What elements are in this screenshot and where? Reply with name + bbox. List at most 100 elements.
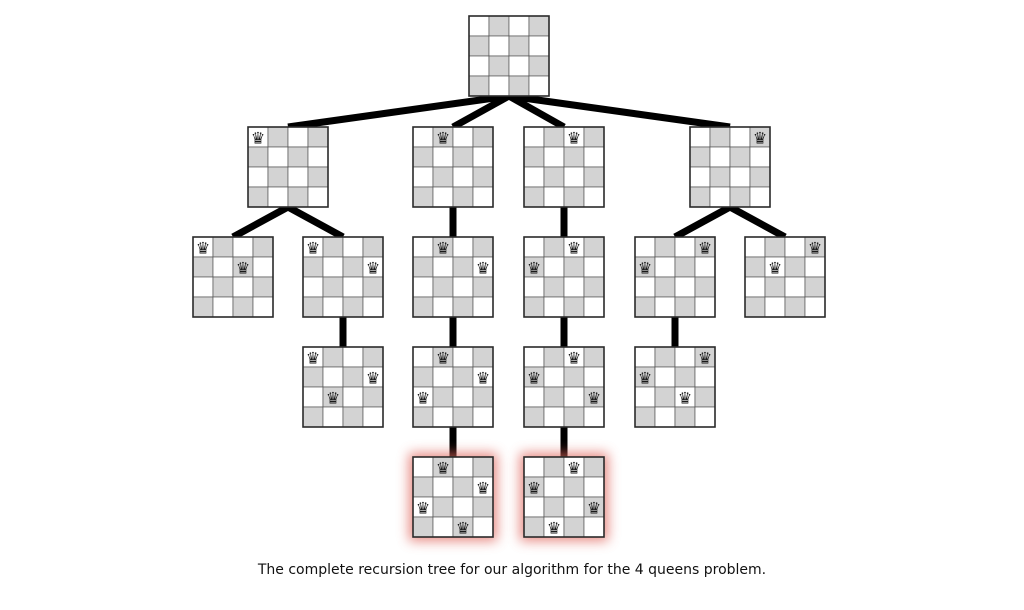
board-square — [192, 296, 214, 318]
board-square — [452, 496, 474, 518]
board-square — [472, 166, 494, 188]
board-square — [488, 35, 510, 57]
board-square — [528, 75, 550, 97]
board-square — [654, 236, 676, 258]
board-square — [302, 406, 324, 428]
board-square — [412, 476, 434, 498]
board-square — [694, 406, 716, 428]
board-square — [654, 276, 676, 298]
board-square — [689, 166, 711, 188]
board-square — [583, 476, 605, 498]
board-square — [302, 256, 324, 278]
board-square — [252, 236, 274, 258]
board-square — [452, 406, 474, 428]
board-square — [689, 126, 711, 148]
board-square — [412, 126, 434, 148]
board-square — [412, 456, 434, 478]
board-square — [694, 276, 716, 298]
board-node — [468, 15, 550, 97]
board-square — [342, 366, 364, 388]
board-node: ♛ — [412, 126, 494, 208]
board-square — [694, 386, 716, 408]
board-square — [452, 346, 474, 368]
chess-queen-icon: ♛ — [587, 499, 601, 518]
board-square — [252, 276, 274, 298]
tree-edge — [286, 203, 345, 241]
board-node: ♛ — [689, 126, 771, 208]
board-square — [472, 186, 494, 208]
board-square — [543, 256, 565, 278]
board-square — [247, 166, 269, 188]
board-square — [674, 236, 696, 258]
board-node: ♛♛♛ — [412, 346, 494, 428]
board-frame — [744, 236, 826, 318]
board-square — [654, 346, 676, 368]
board-node: ♛ — [523, 126, 605, 208]
board-square — [709, 186, 731, 208]
board-square — [634, 236, 656, 258]
board-square — [267, 146, 289, 168]
tree-edge — [451, 92, 511, 131]
board-square — [342, 386, 364, 408]
board-square — [523, 126, 545, 148]
board-square — [247, 146, 269, 168]
board-square — [362, 406, 384, 428]
board-square — [583, 126, 605, 148]
board-square — [523, 296, 545, 318]
board-square — [412, 406, 434, 428]
board-square — [709, 126, 731, 148]
board-square — [729, 146, 751, 168]
board-square — [468, 15, 490, 37]
board-square — [452, 126, 474, 148]
board-square — [468, 55, 490, 77]
board-square — [804, 276, 826, 298]
chess-queen-icon: ♛ — [567, 129, 581, 148]
board-square — [749, 186, 771, 208]
chess-queen-icon: ♛ — [306, 349, 320, 368]
chess-queen-icon: ♛ — [698, 239, 712, 258]
chess-queen-icon: ♛ — [527, 369, 541, 388]
board-square — [412, 366, 434, 388]
board-square — [634, 406, 656, 428]
figure-caption: The complete recursion tree for our algo… — [257, 562, 767, 578]
board-node: ♛♛ — [302, 236, 384, 318]
board-square — [508, 15, 530, 37]
board-square — [654, 386, 676, 408]
chess-queen-icon: ♛ — [678, 389, 692, 408]
board-square — [729, 166, 751, 188]
chess-queen-icon: ♛ — [567, 239, 581, 258]
board-square — [634, 296, 656, 318]
board-square — [543, 186, 565, 208]
board-node: ♛♛ — [634, 236, 716, 318]
chess-queen-icon: ♛ — [236, 259, 250, 278]
board-node: ♛♛ — [523, 236, 605, 318]
board-square — [432, 296, 454, 318]
board-square — [583, 516, 605, 538]
chess-queen-icon: ♛ — [527, 479, 541, 498]
board-square — [232, 236, 254, 258]
board-square — [432, 516, 454, 538]
board-square — [563, 256, 585, 278]
chess-queen-icon: ♛ — [436, 239, 450, 258]
board-square — [412, 346, 434, 368]
board-node: ♛♛♛ — [634, 346, 716, 428]
board-square — [543, 296, 565, 318]
chess-queen-icon: ♛ — [768, 259, 782, 278]
board-square — [488, 55, 510, 77]
board-square — [302, 366, 324, 388]
board-node: ♛♛ — [744, 236, 826, 318]
board-square — [307, 146, 329, 168]
board-square — [543, 346, 565, 368]
board-square — [322, 276, 344, 298]
board-square — [694, 256, 716, 278]
board-square — [674, 406, 696, 428]
board-square — [709, 166, 731, 188]
chess-queen-icon: ♛ — [416, 389, 430, 408]
board-square — [709, 146, 731, 168]
board-square — [342, 296, 364, 318]
board-square — [563, 276, 585, 298]
board-square — [744, 296, 766, 318]
tree-edge — [508, 92, 731, 131]
board-square — [488, 15, 510, 37]
board-square — [583, 236, 605, 258]
